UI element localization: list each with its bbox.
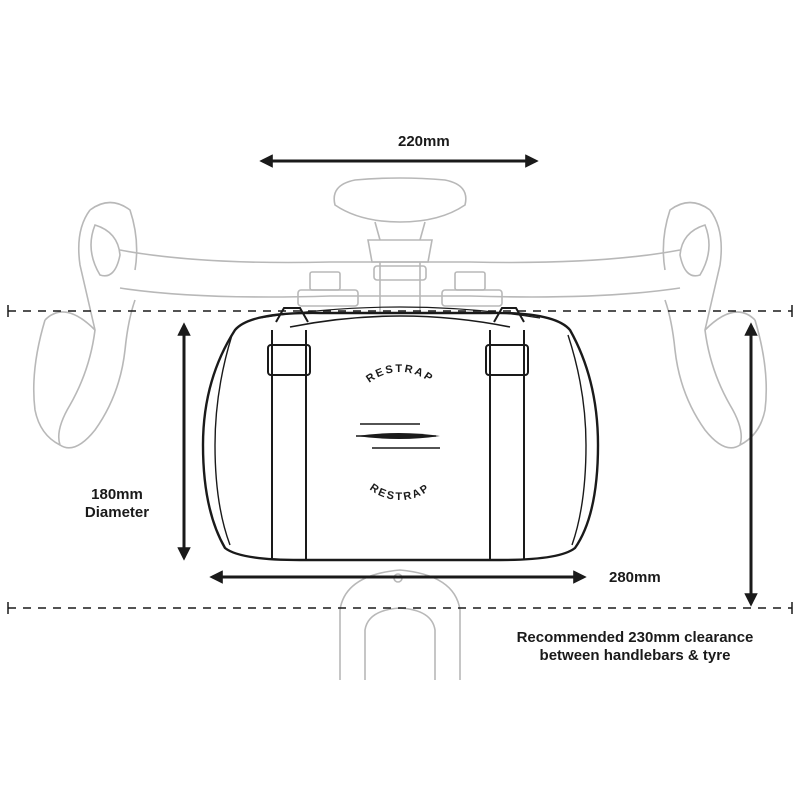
dimension-arrows — [177, 154, 758, 607]
handlebar-bag — [201, 306, 600, 562]
diameter-value: 180mm — [91, 486, 143, 503]
clearance-line-2: between handlebars & tyre — [539, 647, 731, 664]
clearance-note: Recommended 230mm clearance between hand… — [480, 629, 790, 665]
clearance-line-1: Recommended 230mm clearance — [516, 629, 754, 646]
length-label: 280mm — [609, 569, 661, 586]
bike-outline — [33, 177, 767, 680]
width-label: 220mm — [398, 133, 450, 150]
diameter-caption: Diameter — [84, 504, 150, 521]
logo-text-top: RESTRAP — [364, 363, 436, 385]
diameter-label: 180mm Diameter — [74, 486, 160, 522]
restrap-logo: RESTRAP RESTRAP — [356, 363, 440, 503]
logo-text-bottom: RESTRAP — [367, 482, 432, 503]
clearance-guides — [7, 305, 793, 614]
